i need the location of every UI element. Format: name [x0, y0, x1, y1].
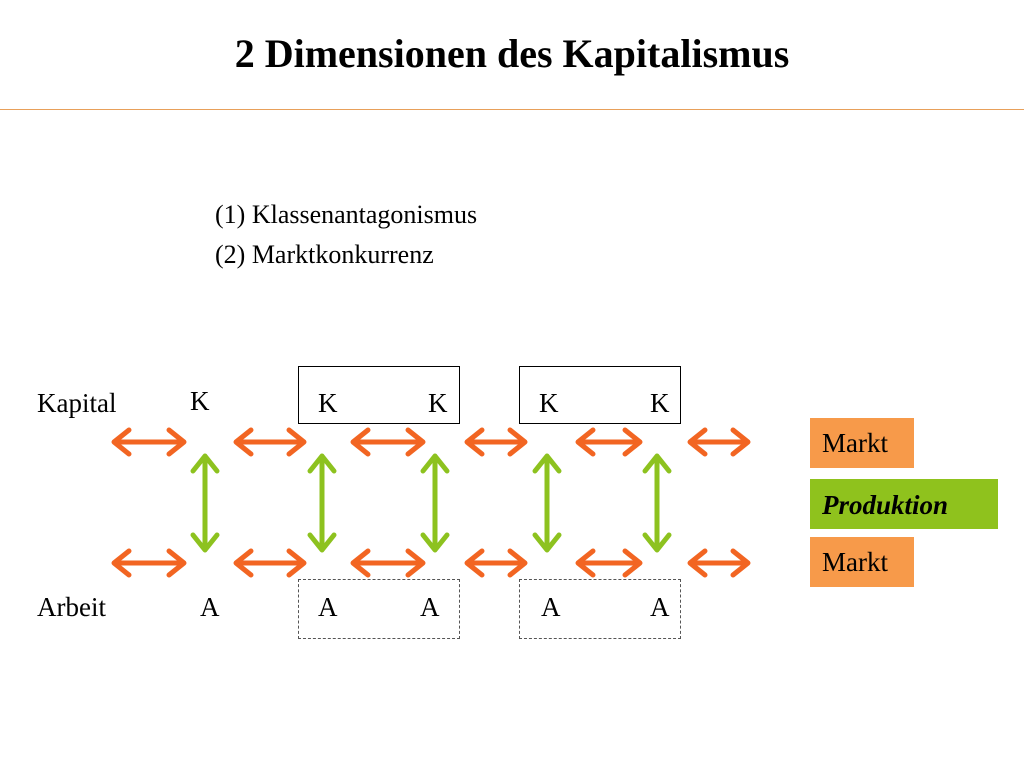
labor-group-box-2: [519, 579, 681, 639]
market-arrow: [687, 548, 751, 578]
capital-group-box-1: [298, 366, 460, 424]
market-arrow: [687, 427, 751, 457]
capital-letter: K: [190, 386, 210, 416]
production-arrow: [307, 453, 337, 553]
legend-markt-top: Markt: [810, 418, 914, 468]
market-arrow: [575, 427, 643, 457]
point-klassenantagonismus: (1) Klassenantagonismus: [215, 200, 478, 229]
capital-letter: K: [650, 388, 670, 418]
labor-group-box-1: [298, 579, 460, 639]
labor-letter: A: [318, 592, 338, 622]
point-marktkonkurrenz: (2) Marktkonkurrenz: [215, 240, 434, 269]
market-arrow: [233, 548, 307, 578]
market-arrow: [350, 548, 426, 578]
production-arrow: [190, 453, 220, 553]
production-arrow: [420, 453, 450, 553]
capital-letter: K: [539, 388, 559, 418]
legend-produktion: Produktion: [810, 479, 998, 529]
market-arrow: [464, 427, 528, 457]
market-arrow: [233, 427, 307, 457]
market-arrows: [111, 427, 751, 578]
capital-group-box-2: [519, 366, 681, 424]
market-arrow: [111, 427, 187, 457]
production-arrow: [532, 453, 562, 553]
capital-letter: K: [318, 388, 338, 418]
labor-letter: A: [420, 592, 440, 622]
slide-title: 2 Dimensionen des Kapitalismus: [234, 31, 790, 76]
market-arrow: [575, 548, 643, 578]
legend-markt-bottom: Markt: [810, 537, 914, 587]
labor-letter: A: [541, 592, 561, 622]
production-arrow: [642, 453, 672, 553]
title-divider: [0, 109, 1024, 110]
market-arrow: [350, 427, 426, 457]
capital-letter: K: [428, 388, 448, 418]
row-label-arbeit: Arbeit: [37, 592, 106, 622]
production-arrows: [190, 453, 672, 553]
labor-letter: A: [650, 592, 670, 622]
market-arrow: [111, 548, 187, 578]
labor-letter: A: [200, 592, 220, 622]
row-label-kapital: Kapital: [37, 388, 117, 418]
market-arrow: [464, 548, 528, 578]
